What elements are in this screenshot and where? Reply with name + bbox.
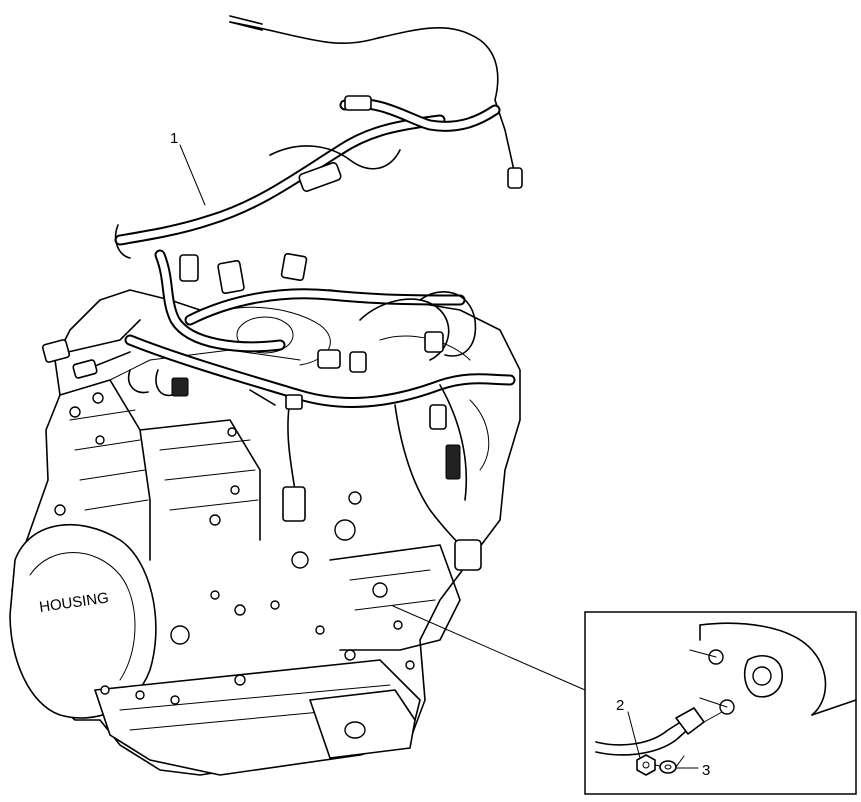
nut [636,754,656,776]
callout-1-label: 1 [170,130,178,147]
callout-1: 1 [170,130,206,206]
callout-2: 2 [616,697,624,714]
engine-block: HOUSING [9,289,521,776]
callout-2-label: 2 [616,697,624,714]
washer [659,760,677,774]
callout-3: 3 [702,762,710,779]
detail-inset [584,611,857,795]
bolt-set [54,392,415,705]
wiring-harness [41,15,523,571]
callout-3-label: 3 [702,762,710,779]
inset-leader-line [392,605,586,691]
